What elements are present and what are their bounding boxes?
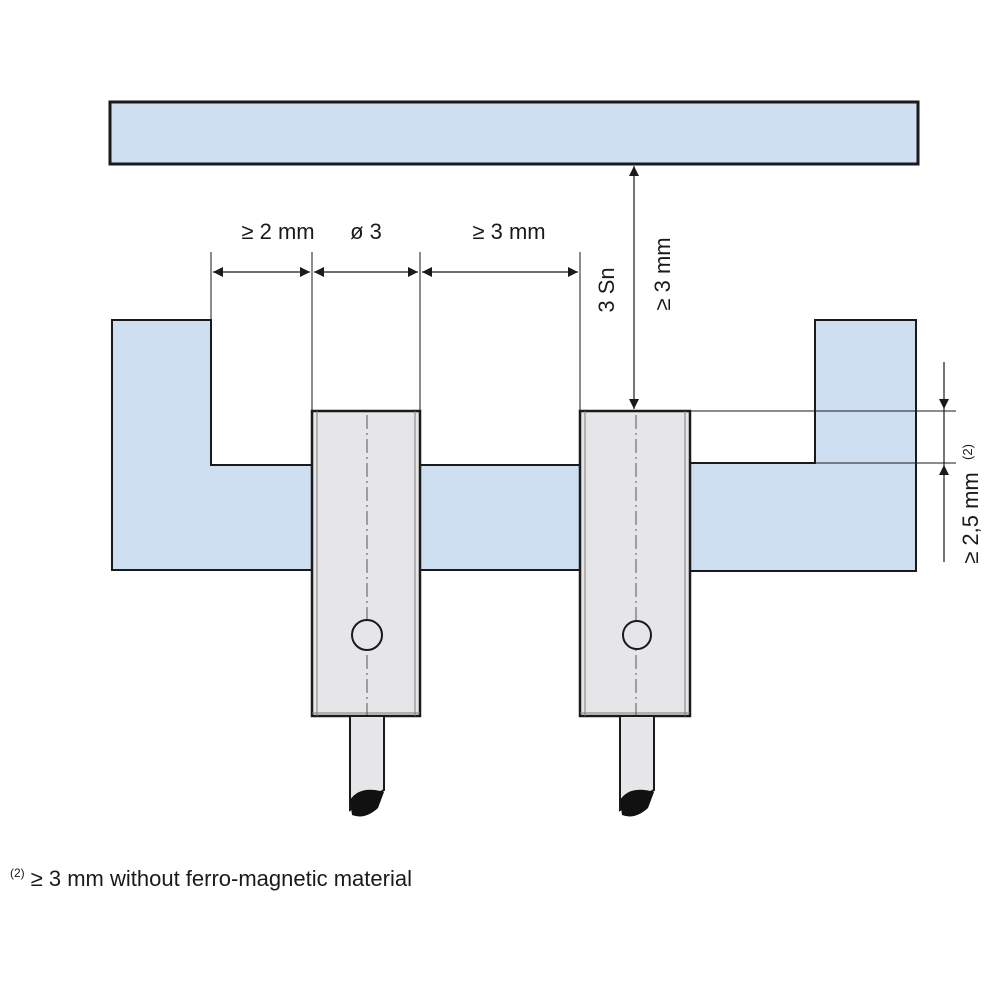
sensor-cable-left — [349, 715, 385, 812]
sensor-led-right — [622, 620, 652, 650]
footnote: (2) ≥ 3 mm without ferro-magnetic materia… — [10, 866, 412, 892]
dimension-extension-lines — [210, 252, 581, 411]
label-protrusion: ≥ 2,5 mm — [958, 472, 983, 564]
footnote-ref: (2) — [10, 866, 25, 880]
label-protrusion-note-ref: (2) — [960, 444, 975, 460]
mounting-base-right — [689, 319, 917, 572]
label-gap-between: ≥ 3 mm — [472, 219, 545, 244]
sensor-cable-right — [619, 715, 655, 812]
sensor-right — [578, 409, 692, 817]
label-sensing-distance: 3 Sn — [594, 267, 619, 312]
footnote-text: ≥ 3 mm without ferro-magnetic material — [30, 866, 412, 891]
label-diameter: ø 3 — [350, 219, 382, 244]
top-metal-plate — [108, 100, 920, 166]
mounting-base-middle — [419, 464, 581, 571]
label-gap-left: ≥ 2 mm — [241, 219, 314, 244]
sensor-left — [310, 409, 422, 817]
protrusion-extension-lines — [690, 410, 956, 464]
sensor-led-left — [351, 619, 383, 651]
label-gap-top: ≥ 3 mm — [650, 237, 675, 310]
mounting-base — [111, 319, 313, 571]
